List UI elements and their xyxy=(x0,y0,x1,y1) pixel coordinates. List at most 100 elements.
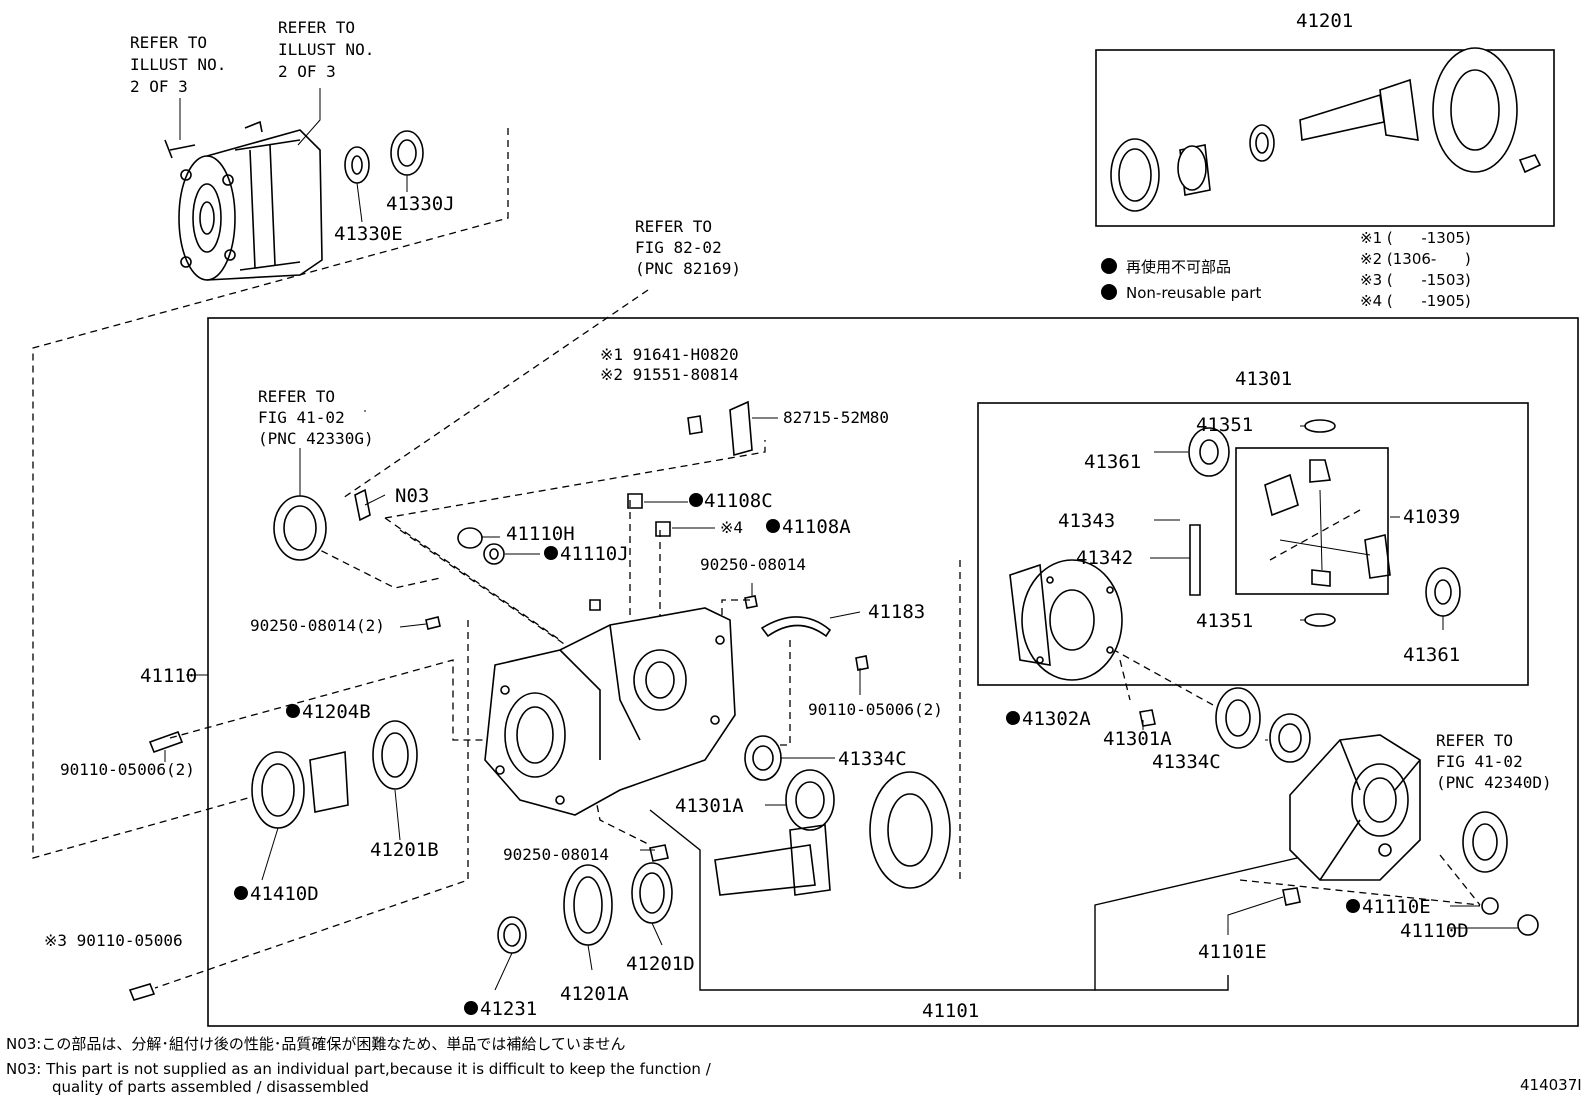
dot-41410d xyxy=(234,886,248,900)
serial-note-2: ※2 (1306- ) xyxy=(1360,250,1471,268)
main-assembly-box xyxy=(207,317,1579,1027)
refer-illust-right-line3: 2 OF 3 xyxy=(278,62,336,81)
serial-note-1: ※1 ( -1305) xyxy=(1360,229,1471,247)
ring-pinion-box xyxy=(1095,49,1555,227)
refer-illust-right-line2: ILLUST NO. xyxy=(278,40,374,59)
legend-ja: 再使用不可部品 xyxy=(1126,258,1231,276)
part-41201d[interactable]: 41201D xyxy=(626,953,695,975)
serial-notes: ※1 ( -1305) ※2 (1306- ) ※3 ( -1503) ※4 (… xyxy=(1360,229,1471,310)
assembly-solid-lines xyxy=(649,809,1311,991)
part-90110-05006-2-right[interactable]: 90110-05006(2) xyxy=(808,700,943,719)
washer-41330j xyxy=(390,130,424,192)
refer-fig-82-line1: REFER TO xyxy=(635,217,712,236)
part-n03[interactable]: N03 xyxy=(395,485,429,507)
refer-illust-left-line3: 2 OF 3 xyxy=(130,77,188,96)
refer-illust-left-line1: REFER TO xyxy=(130,33,207,52)
part-41301[interactable]: 41301 xyxy=(1235,368,1292,390)
part-41110j[interactable]: 41110J xyxy=(560,543,629,565)
part-41204b[interactable]: 41204B xyxy=(302,701,371,723)
serial-note-4: ※4 ( -1905) xyxy=(1360,292,1471,310)
part-41110e[interactable]: 41110E xyxy=(1362,896,1431,918)
differential-case-box xyxy=(977,402,1529,686)
dot-41110e xyxy=(1346,899,1360,913)
part-41343[interactable]: 41343 xyxy=(1058,510,1115,532)
part-41301a-a[interactable]: 41301A xyxy=(675,795,744,817)
non-reusable-markers xyxy=(234,493,1360,1015)
part-41302a[interactable]: 41302A xyxy=(1022,708,1091,730)
part-41108a[interactable]: 41108A xyxy=(782,516,851,538)
refer-fig-41-a-line3: (PNC 42330G) xyxy=(258,429,374,448)
dot-41110j xyxy=(544,546,558,560)
refer-illust-left-line2: ILLUST NO. xyxy=(130,55,226,74)
part-41334c-a[interactable]: 41334C xyxy=(838,748,907,770)
dot-41204b xyxy=(286,704,300,718)
refer-illust-right-text: REFER TO ILLUST NO. 2 OF 3 xyxy=(278,18,374,81)
part-41330e[interactable]: 41330E xyxy=(334,223,403,245)
legend-en: Non-reusable part xyxy=(1126,284,1261,302)
part-41183[interactable]: 41183 xyxy=(868,601,925,623)
part-41201b[interactable]: 41201B xyxy=(370,839,439,861)
part-41361-bottom[interactable]: 41361 xyxy=(1403,644,1460,666)
legend-dot-ja xyxy=(1101,258,1117,274)
footnote-en-line2: quality of parts assembled / disassemble… xyxy=(52,1078,369,1096)
part-41039[interactable]: 41039 xyxy=(1403,506,1460,528)
part-91641-h0820[interactable]: ※1 91641-H0820 xyxy=(600,345,739,364)
illustration-id: 414037I xyxy=(1520,1076,1582,1094)
refer-fig-82-line3: (PNC 82169) xyxy=(635,259,741,278)
dot-41302a xyxy=(1006,711,1020,725)
assembly-dashed-lines xyxy=(32,128,1481,989)
refer-illust-left-text: REFER TO ILLUST NO. 2 OF 3 xyxy=(130,33,226,96)
part-91551-80814[interactable]: ※2 91551-80814 xyxy=(600,365,739,384)
part-41301a-b[interactable]: 41301A xyxy=(1103,728,1172,750)
footnote-ja: N03:この部品は、分解･組付け後の性能･品質確保が困難なため、単品では補給して… xyxy=(6,1035,625,1053)
legend: 再使用不可部品 Non-reusable part xyxy=(1101,258,1261,302)
refer-fig-41-a-line1: REFER TO xyxy=(258,387,335,406)
part-82715-52m80[interactable]: 82715-52M80 xyxy=(783,408,889,427)
part-41110d[interactable]: 41110D xyxy=(1400,920,1469,942)
part-90110-05006-2-left[interactable]: 90110-05006(2) xyxy=(60,760,195,779)
part-41361-top[interactable]: 41361 xyxy=(1084,451,1141,473)
legend-dot-en xyxy=(1101,284,1117,300)
part-41231[interactable]: 41231 xyxy=(480,998,537,1020)
serial-note-3: ※3 ( -1503) xyxy=(1360,271,1471,289)
leader-lines xyxy=(164,410,1518,991)
dot-41231 xyxy=(464,1001,478,1015)
part-41342[interactable]: 41342 xyxy=(1076,547,1133,569)
refer-fig-41-b-text: REFER TO FIG 41-02 (PNC 42340D) xyxy=(1436,731,1552,792)
rear-cover xyxy=(1289,734,1421,881)
part-41330j[interactable]: 41330J xyxy=(386,193,455,215)
refer-fig-41-a-line2: FIG 41-02 xyxy=(258,408,345,427)
footnote-en-line1: N03: This part is not supplied as an ind… xyxy=(6,1060,712,1078)
differential-parts xyxy=(1009,419,1461,681)
part-41101e[interactable]: 41101E xyxy=(1198,941,1267,963)
carrier-housing xyxy=(484,607,736,816)
small-parts xyxy=(128,400,1539,1001)
part-41201a[interactable]: 41201A xyxy=(560,983,629,1005)
part-41110h[interactable]: 41110H xyxy=(506,523,575,545)
part-41334c-b[interactable]: 41334C xyxy=(1152,751,1221,773)
footnotes: N03:この部品は、分解･組付け後の性能･品質確保が困難なため、単品では補給して… xyxy=(6,1035,712,1096)
part-41351-top[interactable]: 41351 xyxy=(1196,414,1253,436)
part-90110-05006-serial3[interactable]: ※3 90110-05006 xyxy=(44,931,183,950)
leader-refer-illust xyxy=(179,88,321,146)
part-90250-08014-2[interactable]: 90250-08014(2) xyxy=(250,616,385,635)
part-41410d[interactable]: 41410D xyxy=(250,883,319,905)
part-41108c[interactable]: 41108C xyxy=(704,490,773,512)
part-90250-08014-a[interactable]: 90250-08014 xyxy=(700,555,806,574)
part-41110[interactable]: 41110 xyxy=(140,665,197,687)
extension-housing xyxy=(164,120,323,281)
refer-fig-41-b-line2: FIG 41-02 xyxy=(1436,752,1523,771)
dot-41108a xyxy=(766,519,780,533)
part-41108a-prefix: ※4 xyxy=(720,518,743,537)
part-41101[interactable]: 41101 xyxy=(922,1000,979,1022)
refer-fig-82-line2: FIG 82-02 xyxy=(635,238,722,257)
refer-illust-right-line1: REFER TO xyxy=(278,18,355,37)
ring-pinion-parts xyxy=(1110,47,1542,212)
part-41351-bottom[interactable]: 41351 xyxy=(1196,610,1253,632)
washer-41330e xyxy=(344,146,370,223)
part-41201[interactable]: 41201 xyxy=(1296,10,1353,32)
part-90250-08014-c[interactable]: 90250-08014 xyxy=(503,845,609,864)
refer-fig-82-text: REFER TO FIG 82-02 (PNC 82169) xyxy=(635,217,741,278)
refer-fig-41-a-text: REFER TO FIG 41-02 (PNC 42330G) xyxy=(258,387,374,448)
